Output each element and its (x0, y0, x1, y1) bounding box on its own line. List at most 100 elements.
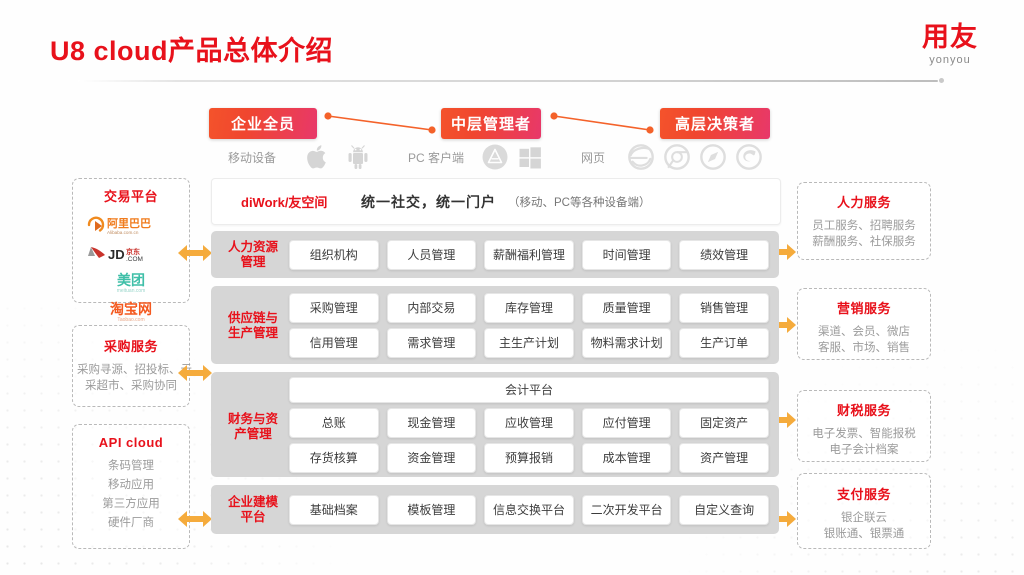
audience-pill-executives[interactable]: 高层决策者 (660, 108, 770, 139)
right-panel-hr-service-title: 人力服务 (836, 195, 891, 210)
meituan-logo: 美团 meituan.com (77, 269, 185, 296)
right-panel-payment-service-title: 支付服务 (836, 487, 891, 502)
right-panel-fintax-service-body: 电子发票、智能报税 电子会计档案 (802, 426, 926, 458)
diwork-brand-label: diWork/友空间 (241, 195, 328, 210)
left-panel-api-cloud-body: 条码管理 移动应用 第三方应用 硬件厂商 (77, 457, 185, 533)
svg-text:meituan.com: meituan.com (117, 288, 146, 294)
right-panel-hr-service-body: 员工服务、招聘服务 薪酬服务、社保服务 (802, 218, 926, 250)
band-hr-row-1: 组织机构 人员管理 薪酬福利管理 时间管理 绩效管理 (289, 239, 769, 270)
connector-arrow-left-1 (178, 245, 212, 261)
fintax-service-line-2: 电子会计档案 (829, 444, 899, 456)
band-finance-row-2: 存货核算 资金管理 预算报销 成本管理 资产管理 (289, 442, 769, 473)
module-chip-credit[interactable]: 信用管理 (289, 327, 379, 358)
module-chip-budget-reimbursement[interactable]: 预算报销 (484, 442, 574, 473)
band-supply-row-2: 信用管理 需求管理 主生产计划 物料需求计划 生产订单 (289, 327, 769, 358)
left-panel-procurement-service-body: 采购寻源、招投标、云 采超市、采购协同 (77, 362, 192, 394)
module-chip-mrp[interactable]: 物料需求计划 (581, 327, 672, 358)
module-chip-fixed-assets[interactable]: 固定资产 (679, 407, 769, 438)
band-modeling-label: 企业建模 平台 (223, 495, 283, 525)
svg-text:美团: 美团 (117, 272, 145, 288)
module-chip-time-management[interactable]: 时间管理 (581, 239, 672, 270)
left-panel-procurement-service[interactable]: 采购服务 采购寻源、招投标、云 采超市、采购协同 (72, 325, 192, 407)
module-chip-quality[interactable]: 质量管理 (581, 292, 672, 323)
header-divider (78, 78, 944, 83)
module-chip-asset-management[interactable]: 资产管理 (679, 442, 769, 473)
module-chip-performance[interactable]: 绩效管理 (679, 239, 769, 270)
band-supply-label-line-2: 生产管理 (227, 326, 278, 340)
device-label-web: 网页 (581, 151, 606, 165)
right-panel-fintax-service[interactable]: 财税服务 电子发票、智能报税 电子会计档案 (797, 390, 931, 462)
module-banner-accounting-platform[interactable]: 会计平台 (289, 376, 769, 403)
band-modeling-chip-grid: 基础档案 模板管理 信息交换平台 二次开发平台 自定义查询 (289, 485, 769, 534)
module-chip-sales[interactable]: 销售管理 (679, 292, 769, 323)
module-chip-cost-management[interactable]: 成本管理 (581, 442, 672, 473)
apple-icon (307, 145, 326, 169)
module-chip-demand[interactable]: 需求管理 (386, 327, 477, 358)
internet-explorer-icon (628, 144, 654, 170)
android-icon (348, 145, 368, 169)
module-chip-payables[interactable]: 应付管理 (581, 407, 672, 438)
right-panel-fintax-service-title: 财税服务 (836, 403, 891, 418)
alibaba-logo: 阿里巴巴 Alibaba.com.cn (77, 211, 185, 238)
module-chip-receivables[interactable]: 应收管理 (484, 407, 574, 438)
svg-text:JD: JD (108, 247, 125, 262)
connector-arrow-left-2 (178, 365, 212, 381)
audience-pill-middle-management[interactable]: 中层管理者 (441, 108, 541, 139)
hr-service-line-1: 员工服务、招聘服务 (812, 220, 916, 232)
band-supply-label-line-1: 供应链与 (227, 311, 278, 325)
module-chip-purchase-management[interactable]: 采购管理 (289, 292, 379, 323)
module-chip-inventory-accounting[interactable]: 存货核算 (289, 442, 379, 473)
diwork-main-label: 统一社交，统一门户 (361, 193, 496, 210)
logo-latin-text: yonyou (929, 54, 971, 66)
band-modeling-label-line-2: 平台 (240, 510, 266, 524)
band-finance-label-line-2: 产管理 (234, 427, 272, 441)
band-supply-chain-production: 供应链与 生产管理 采购管理 内部交易 库存管理 质量管理 销售管理 信用管理 … (211, 286, 779, 364)
module-chip-internal-trade[interactable]: 内部交易 (386, 292, 477, 323)
band-supply-row-1: 采购管理 内部交易 库存管理 质量管理 销售管理 (289, 292, 769, 323)
left-panel-api-cloud[interactable]: API cloud 条码管理 移动应用 第三方应用 硬件厂商 (72, 424, 190, 549)
band-finance-label-line-1: 财务与资 (227, 412, 278, 426)
windows-icon (519, 147, 541, 169)
right-panel-hr-service[interactable]: 人力服务 员工服务、招聘服务 薪酬服务、社保服务 (797, 182, 931, 260)
page-title: U8 cloud产品总体介绍 (50, 36, 334, 66)
left-panel-trading-platform[interactable]: 交易平台 阿里巴巴 Alibaba.com.cn JD 京东 .COM (72, 178, 190, 323)
connector-line-1 (324, 112, 436, 134)
api-cloud-line-3: 第三方应用 (102, 498, 160, 510)
diwork-sub-label: （移动、PC等各种设备端） (508, 196, 651, 209)
module-chip-general-ledger[interactable]: 总账 (289, 407, 379, 438)
module-chip-info-exchange[interactable]: 信息交换平台 (484, 494, 574, 525)
module-chip-secondary-dev[interactable]: 二次开发平台 (581, 494, 672, 525)
fintax-service-line-1: 电子发票、智能报税 (812, 428, 916, 440)
module-chip-basic-archive[interactable]: 基础档案 (289, 494, 379, 525)
module-chip-cash-management[interactable]: 现金管理 (386, 407, 477, 438)
module-chip-inventory[interactable]: 库存管理 (484, 292, 574, 323)
module-chip-compensation[interactable]: 薪酬福利管理 (484, 239, 574, 270)
diwork-banner[interactable]: diWork/友空间 统一社交，统一门户 （移动、PC等各种设备端） (211, 178, 781, 225)
audience-pill-all-staff[interactable]: 企业全员 (209, 108, 317, 139)
module-chip-production-order[interactable]: 生产订单 (679, 327, 769, 358)
right-panel-payment-service[interactable]: 支付服务 银企联云 银账通、银票通 (797, 473, 931, 549)
module-chip-custom-query[interactable]: 自定义查询 (679, 494, 769, 525)
payment-service-line-1: 银企联云 (841, 512, 887, 524)
left-panel-procurement-service-title: 采购服务 (103, 339, 158, 354)
right-panel-marketing-service-title: 营销服务 (836, 301, 891, 316)
svg-text:淘宝网: 淘宝网 (110, 301, 152, 317)
module-chip-org-structure[interactable]: 组织机构 (289, 239, 379, 270)
svg-text:阿里巴巴: 阿里巴巴 (107, 216, 151, 230)
module-chip-personnel[interactable]: 人员管理 (386, 239, 477, 270)
procurement-line-2: 采超市、采购协同 (85, 380, 177, 392)
module-chip-fund-management[interactable]: 资金管理 (386, 442, 477, 473)
svg-text:Taobao.com: Taobao.com (117, 317, 144, 323)
band-finance-row-1: 总账 现金管理 应收管理 应付管理 固定资产 (289, 407, 769, 438)
api-cloud-line-2: 移动应用 (108, 479, 154, 491)
svg-text:.COM: .COM (126, 256, 143, 263)
right-panel-marketing-service[interactable]: 营销服务 渠道、会员、微店 客服、市场、销售 (797, 288, 931, 360)
band-hr-label-line-2: 管理 (240, 255, 266, 269)
trading-platform-logo-list: 阿里巴巴 Alibaba.com.cn JD 京东 .COM 美团 meitua… (77, 211, 185, 325)
module-chip-template[interactable]: 模板管理 (386, 494, 477, 525)
band-finance-asset: 财务与资 产管理 会计平台 总账 现金管理 应收管理 应付管理 固定资产 存货核… (211, 372, 779, 477)
firefox-icon (736, 144, 762, 170)
module-chip-master-production[interactable]: 主生产计划 (484, 327, 574, 358)
api-cloud-line-1: 条码管理 (108, 460, 154, 472)
